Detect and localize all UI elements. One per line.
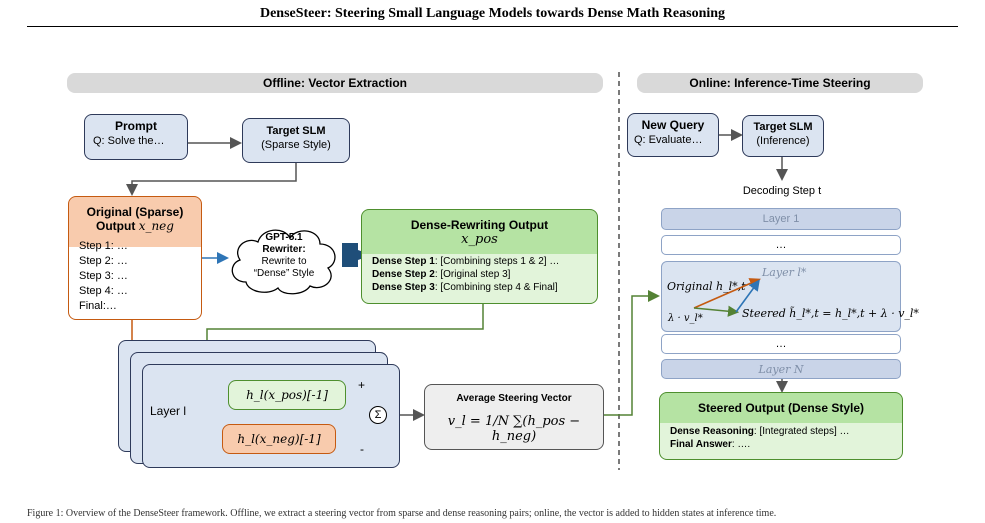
prompt-box: Prompt Q: Solve the… [84,114,188,160]
original-step: Final:… [79,300,117,312]
layer-star-text: Layer l* [762,266,807,279]
dense-row-text: : [Combining steps 1 & 2] … [434,256,560,267]
dots-bar-upper: … [661,235,901,255]
steered-output-box: Steered Output (Dense Style) Dense Reaso… [659,392,903,460]
hneg-text: h_l(x_neg)[-1] [237,432,321,446]
dense-row-label: Dense Step 3 [372,282,435,293]
rewriter-role: Rewriter: [262,244,306,255]
target-slm-title: Target SLM [266,125,326,137]
target-slm-subtitle: (Sparse Style) [261,139,331,151]
offline-header: Offline: Vector Extraction [67,73,603,93]
avg-to-online-arrow [604,290,660,416]
output-title: Steered Output (Dense Style) [697,401,865,415]
vector-arrows-icon [693,278,761,317]
layer-label: Layer l [150,404,186,418]
original-h-text: Original h_l*,t [667,280,746,293]
rewriter-line1: Rewrite to [261,256,307,267]
hpos-box: h_l(x_pos)[-1] [228,380,346,410]
layer-n-bar: Layer N [661,359,901,379]
dense-output-box: Dense-Rewriting Output x_pos Dense Step … [361,209,598,304]
dense-row-label: Dense Step 2 [372,269,435,280]
original-step: Step 3: … [79,270,128,282]
layer-n-text: Layer N [758,363,804,376]
lambda-v-text: λ · v_l* [668,313,703,324]
query-title: New Query [641,118,705,132]
layer-label-text: Layer l [150,404,187,418]
rewriter-label: GPT-5.1 Rewriter: Rewrite to “Dense” Sty… [236,232,332,280]
dense-row-text: : [Combining step 4 & Final] [434,282,558,293]
query-text: Q: Evaluate… [634,134,703,146]
prompt-text: Q: Solve the… [93,135,165,147]
avg-steering-box: Average Steering Vector v_l = 1/N ∑(h_po… [424,384,604,450]
hpos-text: h_l(x_pos)[-1] [246,388,328,402]
output-row-label: Dense Reasoning [670,426,754,437]
output-row-text: : [Integrated steps] … [753,426,850,437]
slm-to-original-arrow [126,163,297,196]
rewriter-to-dense-arrow [342,243,372,267]
original-h-label: Original h_l*,t [667,280,746,293]
paper-title: DenseSteer: Steering Small Language Mode… [259,6,726,21]
dense-title: Dense-Rewriting Output [410,218,549,232]
original-sparse-box: Original (Sparse) Output x_neg Step 1: …… [68,196,202,320]
rewriter-line2: “Dense” Style [253,268,315,279]
sum-icon: Σ [369,406,387,424]
hneg-box: h_l(x_neg)[-1] [222,424,336,454]
output-row-label: Final Answer [670,439,732,450]
original-step: Step 4: … [79,285,128,297]
original-title: Original (Sparse) [86,205,184,219]
dots-bar-lower: … [661,334,901,354]
original-steps: Step 1: … Step 2: … Step 3: … Step 4: … … [79,239,201,314]
target-slm-sparse-box: Target SLM (Sparse Style) [242,118,350,163]
lambda-v-label: λ · v_l* [668,313,703,324]
figure-caption: Figure 1: Overview of the DenseSteer fra… [27,508,777,519]
steered-text: Steered h̃_l*,t = h_l*,t + λ · v_l* [742,307,919,320]
output-row-text: : …. [731,439,751,450]
cloud-icon [231,229,336,295]
online-slm-title: Target SLM [753,121,813,133]
decoding-step: Decoding Step t [742,185,822,197]
dense-row-label: Dense Step 1 [372,256,435,267]
dense-row-text: : [Original step 3] [434,269,511,280]
original-step: Step 1: … [79,240,128,252]
dense-var: x_pos [461,232,498,247]
steered-label: Steered h̃_l*,t = h_l*,t + λ · v_l* [742,307,919,320]
plus-sign: + [358,378,366,392]
original-output-label: Output [96,219,136,233]
online-header: Online: Inference-Time Steering [637,73,923,93]
avg-title: Average Steering Vector [456,393,572,404]
original-step: Step 2: … [79,255,128,267]
minus-sign: - [360,442,364,456]
original-var: x_neg [138,219,174,233]
title-rule [27,26,958,27]
rewriter-title: GPT-5.1 [265,232,303,243]
new-query-box: New Query Q: Evaluate… [627,113,719,157]
layer-star-box: Layer l* Original h_l*,t λ · v_l* Steere… [661,261,919,332]
target-slm-inference-box: Target SLM (Inference) [742,115,824,157]
avg-formula: v_l = 1/N ∑(h_pos − h_neg) [447,414,581,444]
layer-1-bar: Layer 1 [661,208,901,230]
online-slm-subtitle: (Inference) [756,135,810,147]
prompt-title: Prompt [115,119,157,133]
layer-star-label: Layer l* [762,266,806,279]
